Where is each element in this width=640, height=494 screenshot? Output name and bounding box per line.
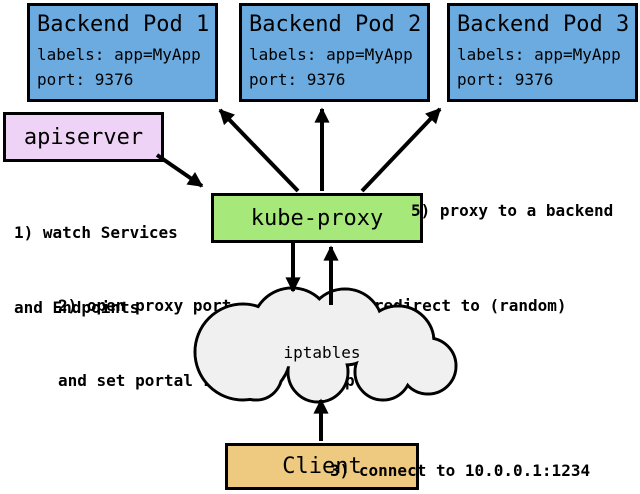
step5-annotation: 5) proxy to a backend	[411, 148, 613, 273]
backend-pod-2-port: port: 9376	[249, 70, 346, 89]
step4-line2: proxy port	[345, 371, 442, 390]
step4-annotation: 4) redirect to (random) proxy port	[345, 243, 567, 443]
apiserver-box: apiserver	[3, 112, 164, 162]
step1-line1: 1) watch Services	[14, 223, 178, 242]
backend-pod-3-port: port: 9376	[457, 70, 554, 89]
apiserver-title: apiserver	[23, 124, 144, 150]
step3-annotation: 3) connect to 10.0.0.1:1234	[330, 408, 590, 494]
step5-line1: 5) proxy to a backend	[411, 201, 614, 220]
step4-line1: 4) redirect to (random)	[345, 296, 567, 315]
backend-pod-1-title: Backend Pod 1	[37, 12, 210, 37]
step1-annotation: 1) watch Services and Endpoints	[14, 170, 178, 370]
client-box: Client	[225, 443, 419, 490]
client-title: Client	[282, 454, 362, 479]
backend-pod-1-labels: labels: app=MyApp	[37, 45, 201, 64]
backend-pod-3-box: Backend Pod 3 labels: app=MyApp port: 93…	[447, 3, 638, 102]
backend-pod-2-box: Backend Pod 2 labels: app=MyApp port: 93…	[239, 3, 430, 102]
backend-pod-3-title: Backend Pod 3	[457, 12, 630, 37]
arrow-kube-proxy-to-pod1	[218, 108, 300, 193]
kube-proxy-box: kube-proxy	[211, 193, 423, 243]
step2-line2: and set portal rules	[58, 371, 251, 390]
backend-pod-1-box: Backend Pod 1 labels: app=MyApp port: 93…	[27, 3, 218, 102]
step3-line1: 3) connect to 10.0.0.1:1234	[330, 461, 591, 480]
step2-line1: 2) open proxy port	[58, 296, 232, 315]
backend-pod-1-port: port: 9376	[37, 70, 134, 89]
backend-pod-3-labels: labels: app=MyApp	[457, 45, 621, 64]
kube-proxy-title: kube-proxy	[250, 205, 384, 231]
step1-line2: and Endpoints	[14, 298, 140, 317]
step2-annotation: 2) open proxy port and set portal rules	[58, 243, 251, 443]
backend-pod-2-labels: labels: app=MyApp	[249, 45, 413, 64]
backend-pod-2-title: Backend Pod 2	[249, 12, 422, 37]
